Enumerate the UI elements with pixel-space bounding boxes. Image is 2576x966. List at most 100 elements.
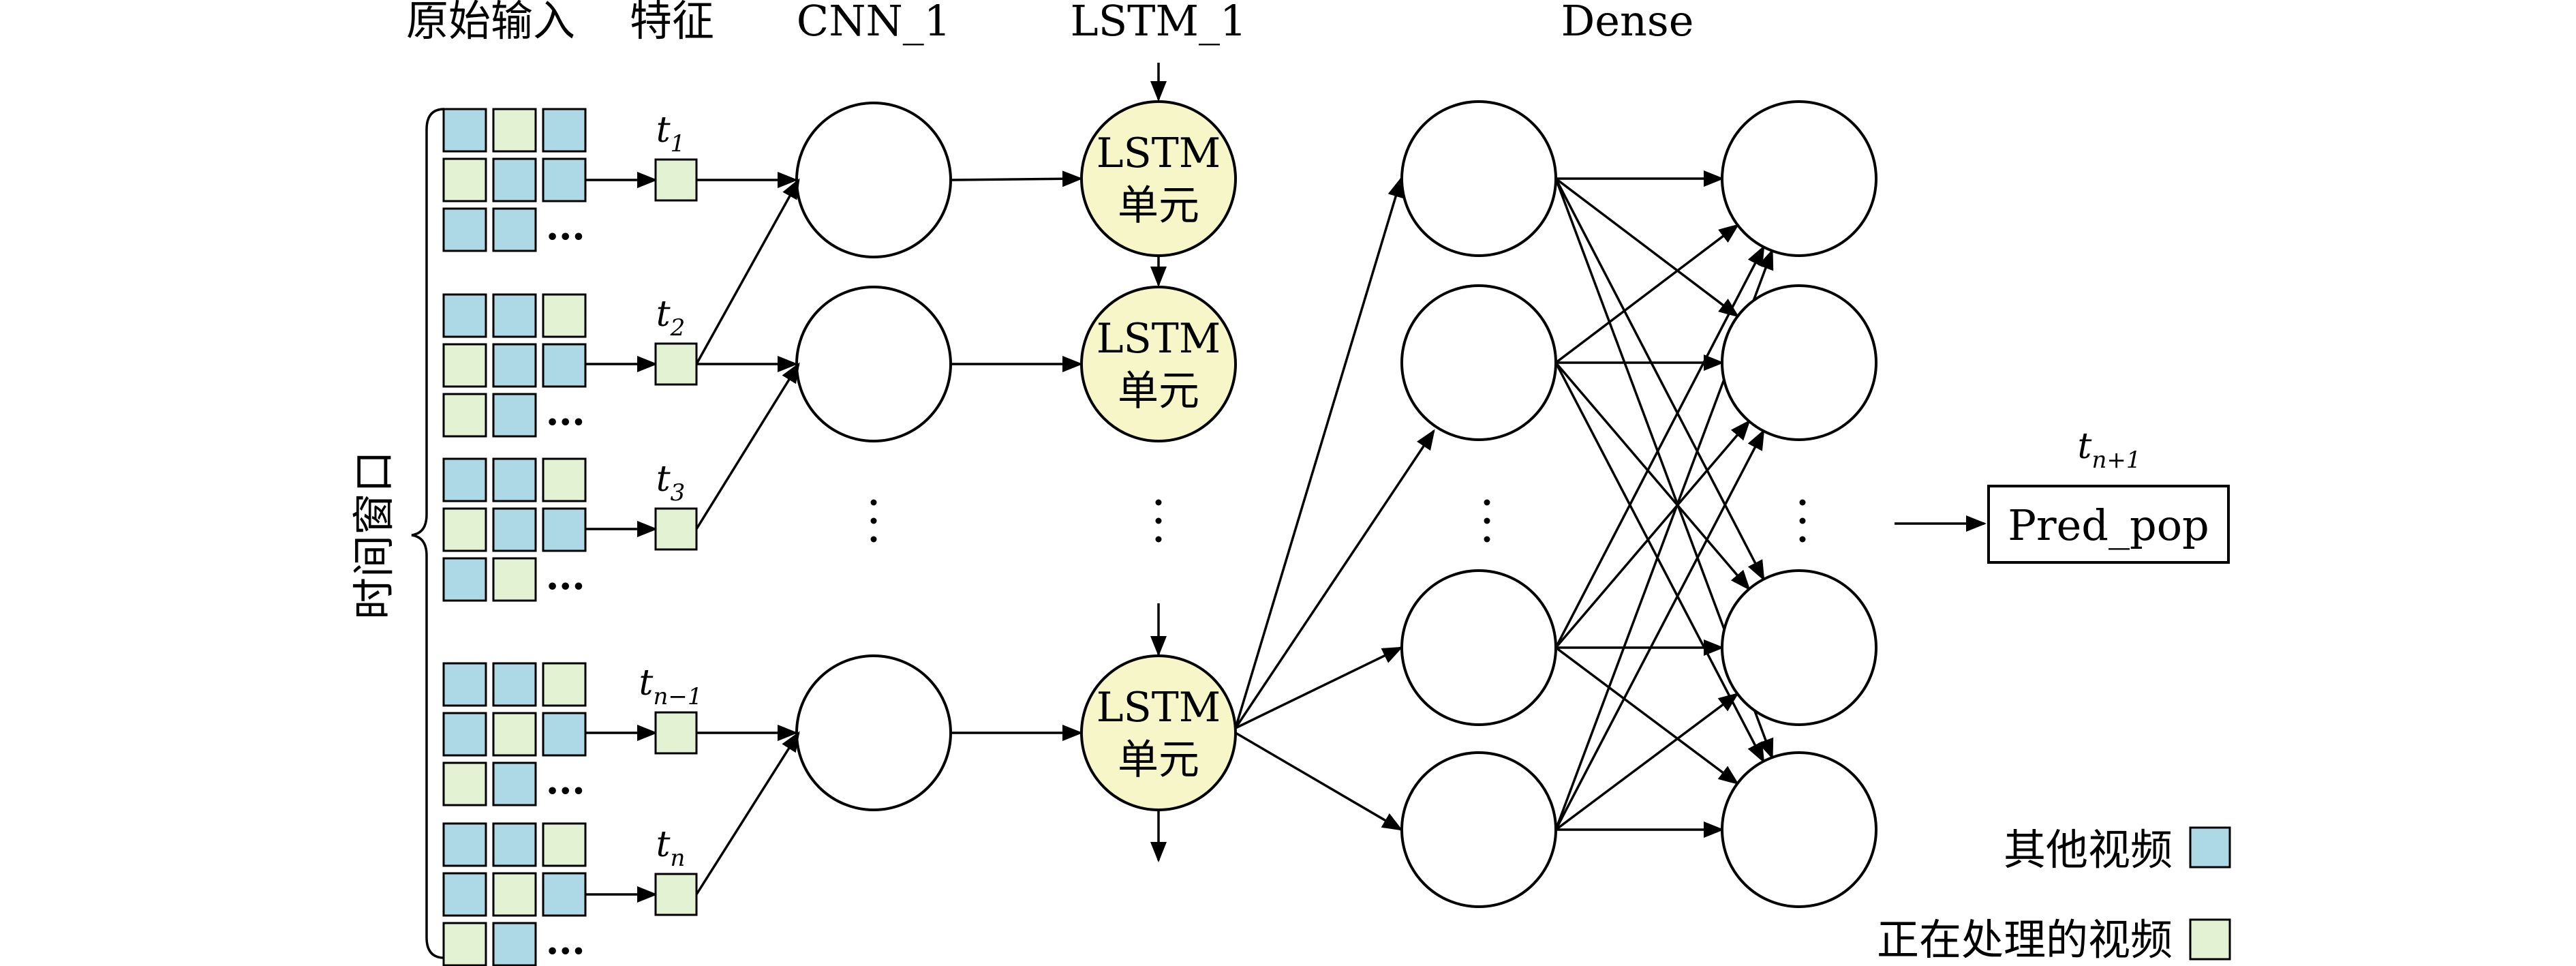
input-cell [492,293,537,338]
lstm-cell-1: LSTM 单元 [1080,100,1237,257]
legend-swatch-processing-video [2189,918,2231,961]
dense-edge [1554,429,1765,830]
input-cell [492,507,537,552]
cnn-node-n [795,654,952,811]
dense2-vdots [1799,499,1806,543]
dense-edge [1554,361,1751,591]
dense-edge [1554,692,1739,831]
input-cell [442,822,487,867]
input-cell [442,157,487,202]
time-window-label: 时间窗口 [349,451,399,620]
header-lstm: LSTM_1 [1071,0,1247,46]
input-grid-ellipsis: ••• [546,940,585,964]
input-cell [492,157,537,202]
dense1-node-1 [1400,100,1557,257]
time-step-label-3: t3 [656,459,686,507]
input-cell [492,872,537,917]
legend-swatch-other-videos [2189,826,2231,869]
lstm-cell-1-line2: 单元 [1118,182,1199,230]
input-cell [542,507,587,552]
dense-edge [1554,419,1751,649]
input-cell [542,157,587,202]
time-window-brace [411,108,445,959]
legend: 其他视频 正在处理的视频 [1877,825,2231,965]
feature-box-2 [654,342,698,386]
header-dense: Dense [1561,0,1694,46]
input-cell [542,712,587,757]
input-cell [492,822,537,867]
input-cell [442,457,487,502]
time-step-label-5: tn [656,824,686,872]
input-cell [442,872,487,917]
dense2-node-4 [1721,751,1877,908]
input-grid-ellipsis: ••• [546,575,585,599]
legend-label-other-videos: 其他视频 [2004,825,2173,875]
dense-edge [1554,646,1739,785]
pred-pop-box [1987,485,2230,564]
input-grids: ••• ••• ••• ••• ••• [442,108,587,966]
input-cell [492,761,537,806]
header-cnn: CNN_1 [797,0,951,46]
dense-edge [1554,178,1765,582]
input-cell [442,207,487,252]
lstm-cell-n: LSTM 单元 [1080,654,1237,811]
input-cell [542,108,587,153]
dense1-node-3 [1400,569,1557,726]
dense-edge [1554,362,1765,764]
pred-pop-label: Pred_pop [2008,500,2209,550]
cnn-to-lstm-edges [950,170,1083,741]
dense-layer-1 [1400,100,1557,908]
input-cell [442,662,487,707]
lstm-vdots [1155,499,1162,543]
dense1-vdots [1484,499,1490,543]
feature-box-3 [654,507,698,551]
input-cell [442,922,487,966]
input-grid-ellipsis: ••• [546,780,585,804]
input-cell [442,343,487,388]
input-cell [542,457,587,502]
input-cell [442,557,487,602]
input-cell [542,822,587,867]
input-cell [492,207,537,252]
lstm-cell-n-line1: LSTM [1097,684,1221,731]
input-cell [492,712,537,757]
cnn-node-2 [795,286,952,442]
time-step-label-1: t1 [656,110,686,157]
feature-box-5 [654,873,698,916]
output-time-label: tn+1 [2078,426,2141,474]
lstm-cell-2-line1: LSTM [1097,315,1221,363]
input-grid-1: ••• [442,108,587,252]
input-cell [442,293,487,338]
input-cell [542,872,587,917]
input-cell [492,662,537,707]
legend-label-processing-video: 正在处理的视频 [1877,915,2173,965]
input-cell [442,393,487,438]
dense1-node-2 [1400,284,1557,441]
dense2-node-1 [1721,100,1877,257]
input-cell [442,108,487,153]
input-cell [492,393,537,438]
dense1-node-4 [1400,751,1557,908]
lstm-cell-n-line2: 单元 [1118,736,1199,784]
lstm-to-dense-edges [1234,177,1435,831]
dense-layer-2 [1721,100,1877,908]
lstm-cell-2: LSTM 单元 [1080,286,1237,442]
header-raw-input: 原始输入 [406,0,575,46]
input-cell [492,557,537,602]
input-cell [492,108,537,153]
input-grid-ellipsis: ••• [546,226,585,250]
time-step-label-4: tn−1 [639,663,703,710]
dense2-node-3 [1721,569,1877,726]
input-cell [542,662,587,707]
input-grid-4: ••• [442,662,587,806]
input-grid-3: ••• [442,457,587,602]
input-cell [542,293,587,338]
input-grid-5: ••• [442,822,587,966]
feature-box-1 [654,158,698,202]
input-grid-ellipsis: ••• [546,411,585,435]
feature-box-4 [654,711,698,755]
input-cell [442,761,487,806]
cnn-node-1 [795,102,952,258]
